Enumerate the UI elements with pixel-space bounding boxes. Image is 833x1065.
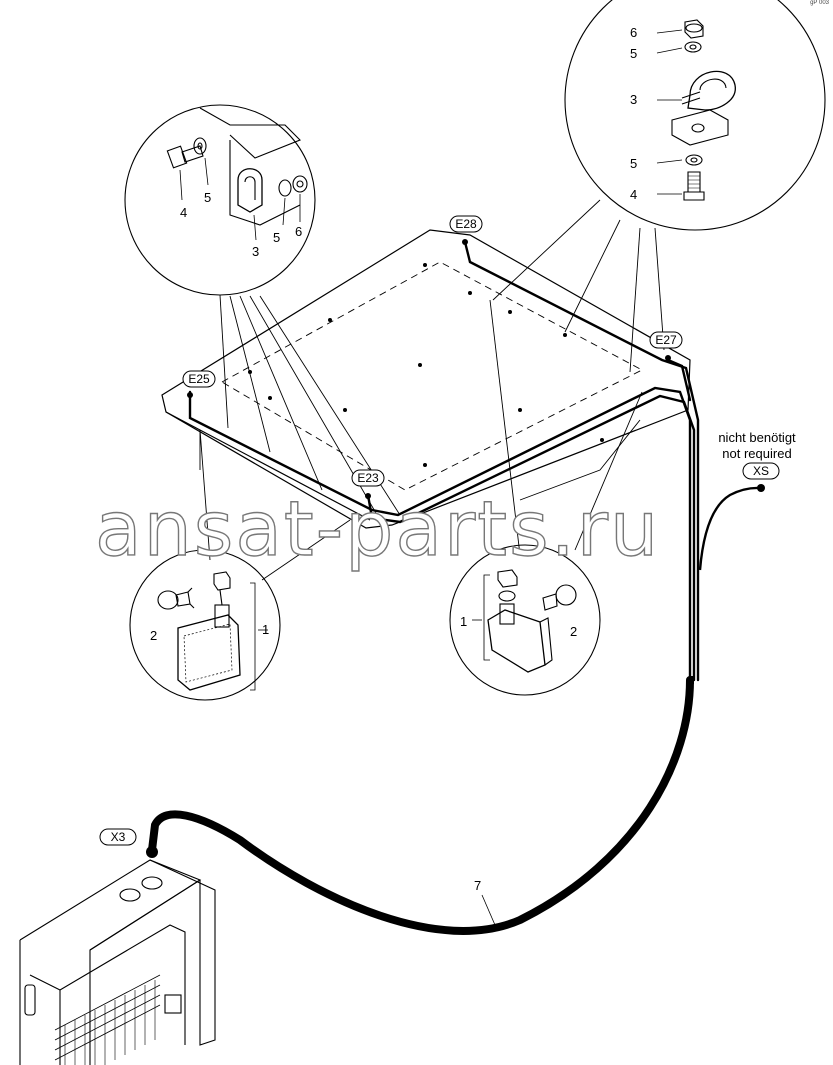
callout-5: 5 <box>630 156 637 171</box>
work-light-circle-left <box>129 549 281 701</box>
callout-1: 1 <box>460 614 467 629</box>
tag-x3: X3 <box>99 828 137 846</box>
callout-4: 4 <box>180 205 187 220</box>
x3-plug <box>146 846 158 858</box>
note-english: not required <box>722 446 791 461</box>
main-cable <box>146 676 694 935</box>
svg-text:E23: E23 <box>357 471 379 485</box>
tag-e28: E28 <box>449 215 483 233</box>
svg-text:E25: E25 <box>188 372 210 386</box>
drawing-code: gP 003 <box>810 0 829 6</box>
right-light-labels: 1 2 <box>460 614 577 639</box>
note-german: nicht benötigt <box>718 430 796 445</box>
callout-7: 7 <box>474 878 481 893</box>
left-circle-labels: 4 5 3 5 6 <box>180 190 302 259</box>
tag-e23: E23 <box>351 469 385 487</box>
callout-1: 1 <box>262 622 269 637</box>
xs-branch-cable <box>698 486 762 571</box>
roof-harness <box>188 240 700 682</box>
left-light-labels: 2 1 <box>150 622 269 643</box>
callout-6: 6 <box>630 25 637 40</box>
svg-text:XS: XS <box>753 464 769 478</box>
callout-2: 2 <box>150 628 157 643</box>
e28-plug <box>462 239 468 245</box>
cable-7-label: 7 <box>474 878 496 926</box>
callout-5: 5 <box>204 190 211 205</box>
svg-text:E28: E28 <box>455 217 477 231</box>
svg-text:X3: X3 <box>111 830 126 844</box>
switch-cabinet <box>19 859 216 1065</box>
callout-5: 5 <box>273 230 280 245</box>
callout-3: 3 <box>252 244 259 259</box>
e25-plug <box>187 392 193 398</box>
callout-4: 4 <box>630 187 637 202</box>
callout-3: 3 <box>630 92 637 107</box>
not-required-note: nicht benötigt not required <box>718 430 796 461</box>
e27-plug <box>665 355 671 361</box>
right-circle-labels: 6 5 3 5 4 <box>630 25 637 202</box>
detail-circle-right <box>564 0 826 231</box>
tag-e25: E25 <box>182 370 216 388</box>
callout-6: 6 <box>295 224 302 239</box>
callout-5: 5 <box>630 46 637 61</box>
svg-text:E27: E27 <box>655 333 677 347</box>
callout-2: 2 <box>570 624 577 639</box>
connector-tags: E25 E23 E28 E27 XS X3 <box>99 215 780 846</box>
work-light-circle-right <box>449 544 601 696</box>
tag-e27: E27 <box>649 331 683 349</box>
tag-xs: XS <box>742 462 780 480</box>
detail-circle-left <box>124 104 316 296</box>
watermark: ansat-parts.ru <box>95 484 660 573</box>
